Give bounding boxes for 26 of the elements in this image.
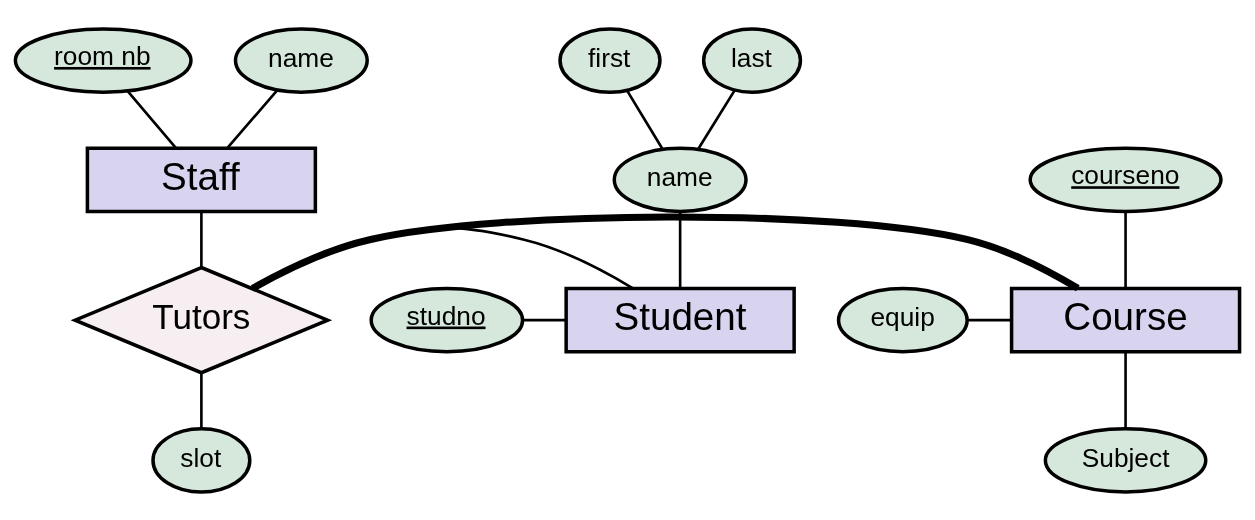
connector — [697, 89, 736, 149]
connector — [250, 212, 1080, 291]
connector — [625, 89, 664, 149]
node-ellipse: name — [612, 146, 748, 213]
connector — [678, 211, 682, 288]
node-ellipse: first — [558, 26, 662, 94]
node-ellipse: last — [701, 26, 803, 94]
node-box: Staff — [85, 146, 318, 213]
connector — [1124, 211, 1127, 288]
connector — [226, 89, 279, 149]
node-box: Course — [1009, 286, 1242, 353]
node-ellipse: equip — [836, 286, 969, 353]
connector — [200, 211, 203, 267]
connector — [200, 372, 203, 429]
connector — [522, 318, 566, 321]
node-ellipse: studno — [369, 286, 525, 353]
node-ellipse: Subject — [1043, 426, 1208, 494]
node-ellipse: room nb — [13, 26, 193, 94]
connector — [126, 89, 178, 149]
node-ellipse: slot — [151, 426, 252, 494]
node-box: Student — [564, 286, 796, 353]
connector — [968, 318, 1012, 321]
node-ellipse: courseno — [1028, 146, 1223, 213]
node-diamond: Tutors — [70, 265, 333, 375]
connector — [1124, 351, 1127, 428]
node-ellipse: name — [233, 26, 369, 94]
